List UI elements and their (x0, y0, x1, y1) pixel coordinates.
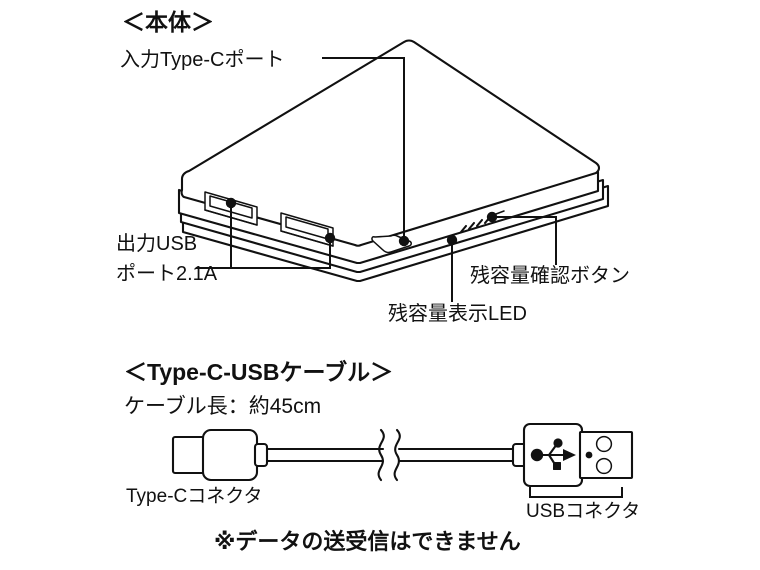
power-bank-illustration (177, 39, 610, 283)
section-title-body: ＜本体＞ (122, 9, 214, 35)
leader-dot-check-button (486, 211, 498, 223)
battery-level-led-marks (459, 215, 492, 234)
cable-break-symbol (377, 428, 401, 482)
leader-dot-usb-2 (324, 232, 336, 244)
leader-dot-led (446, 234, 458, 246)
section-title-cable: ＜Type-C-USBケーブル＞ (124, 359, 394, 385)
callout-output-usb-line2: ポート2.1A (116, 263, 218, 285)
usb-trident-icon (530, 438, 576, 470)
connector-label-usb: USBコネクタ (526, 501, 641, 522)
callout-battery-check-button: 残容量確認ボタン (470, 265, 630, 287)
usb-a-connector (511, 422, 634, 488)
leader-dot-usb-1 (225, 197, 237, 209)
usb-tip-hole-bottom (595, 457, 613, 475)
callout-leaders-body (196, 57, 557, 302)
leader-dot-type-c (398, 235, 410, 247)
cable-illustration (171, 422, 634, 498)
callout-battery-level-led: 残容量表示LED (388, 303, 527, 325)
callout-input-type-c-port: 入力Type-Cポート (120, 49, 285, 71)
connector-label-type-c: Type-Cコネクタ (126, 486, 263, 507)
footer-note-no-data-transfer: ※データの送受信はできません (214, 529, 521, 554)
callout-output-usb-line1: 出力USB (116, 233, 198, 255)
usb-tip-dot (585, 451, 593, 459)
type-c-connector (171, 428, 269, 482)
battery-check-button (495, 210, 505, 215)
usb-connector-leader (529, 487, 623, 498)
usb-tip-hole-top (595, 435, 613, 453)
cable-length-label: ケーブル長：約45cm (124, 395, 322, 418)
